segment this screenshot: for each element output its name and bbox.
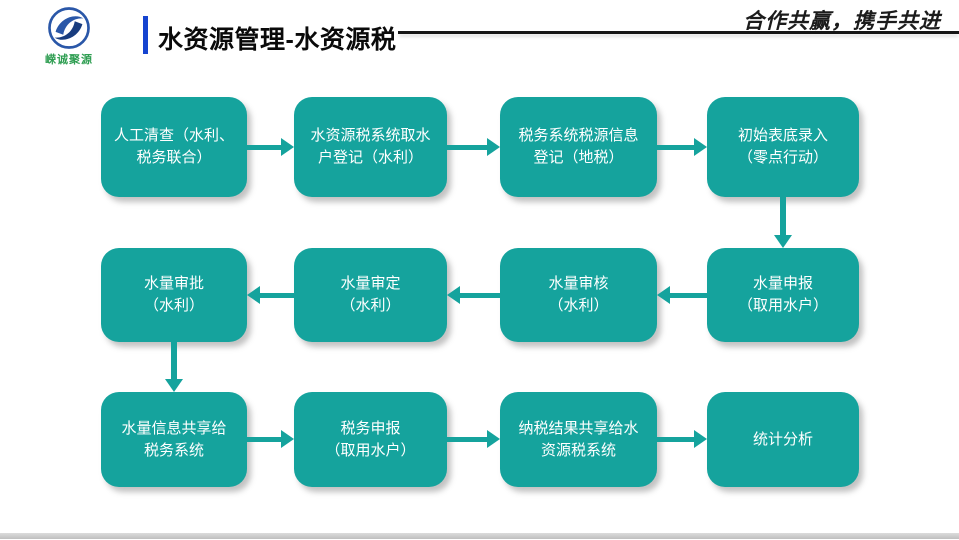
flow-box-r2c3: 水量审核 （水利） (500, 248, 657, 342)
flow-box-r3c1: 水量信息共享给 税务系统 (101, 392, 247, 487)
arrow-r2c1-r3c1-icon (165, 342, 183, 392)
flow-box-r2c2: 水量审定 （水利） (294, 248, 447, 342)
flow-box-r3c4: 统计分析 (707, 392, 859, 487)
title-accent-bar (143, 16, 148, 54)
arrow-r1c2-r1c3-icon (447, 138, 500, 156)
arrow-r3c2-r3c3-icon (447, 430, 500, 448)
arrow-r1c1-r1c2-icon (247, 138, 294, 156)
logo-text: 嵘诚聚源 (45, 54, 93, 66)
arrow-r2c2-r2c1-icon (247, 286, 294, 304)
arrow-r2c3-r2c2-icon (447, 286, 500, 304)
bottom-bar (0, 533, 959, 539)
page-title: 水资源管理-水资源税 (158, 26, 397, 54)
flow-box-r1c4: 初始表底录入 （零点行动） (707, 97, 859, 197)
arrow-r1c4-r2c4-icon (774, 197, 792, 248)
flow-box-r3c2: 税务申报 （取用水户） (294, 392, 447, 487)
flow-box-r3c3: 纳税结果共享给水 资源税系统 (500, 392, 657, 487)
header-divider-line (398, 31, 959, 34)
logo-emblem-icon (48, 7, 90, 49)
flow-box-r1c2: 水资源税系统取水 户登记（水利） (294, 97, 447, 197)
company-logo: 嵘诚聚源 (38, 6, 100, 67)
flow-box-r2c4: 水量申报 （取用水户） (707, 248, 859, 342)
arrow-r3c3-r3c4-icon (657, 430, 707, 448)
arrow-r1c3-r1c4-icon (657, 138, 707, 156)
flow-box-r1c3: 税务系统税源信息 登记（地税） (500, 97, 657, 197)
header-slogan: 合作共赢，携手共进 (743, 9, 941, 33)
arrow-r2c4-r2c3-icon (657, 286, 707, 304)
flow-box-r1c1: 人工清查（水利、 税务联合） (101, 97, 247, 197)
arrow-r3c1-r3c2-icon (247, 430, 294, 448)
flow-box-r2c1: 水量审批 （水利） (101, 248, 247, 342)
